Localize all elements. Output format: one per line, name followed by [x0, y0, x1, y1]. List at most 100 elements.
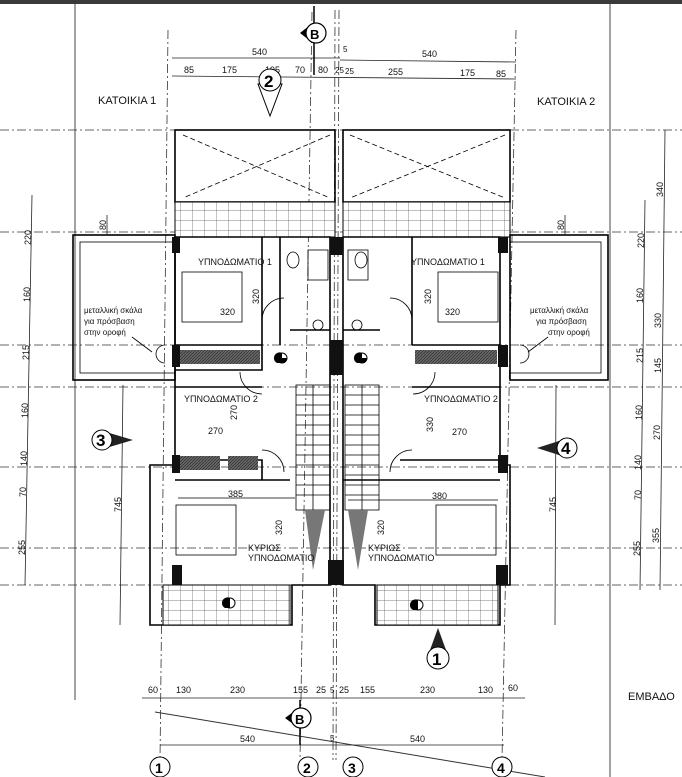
dim-right: 215 [635, 348, 645, 363]
room-bedroom2-left: ΥΠΝΟΔΩΜΑΤΙΟ 2 [184, 394, 258, 404]
view-4-label: 4 [561, 439, 571, 458]
view-3-marker[interactable]: 3 [91, 429, 133, 451]
dim-right-outer: 340 [655, 182, 665, 197]
note-line: για πρόσβαση [536, 317, 587, 326]
section-b-bottom-marker[interactable]: B [285, 700, 312, 745]
grid-axes [0, 9, 682, 761]
dim-bedroom1-right-w: 320 [445, 307, 460, 317]
dim-right-outer: 330 [653, 313, 663, 328]
dim-master-left-h: 320 [274, 520, 284, 535]
dim-left-overall: 745 [113, 497, 123, 512]
dim-bottom-540-right: 540 [410, 734, 425, 744]
dim-bottom: 155 [360, 685, 375, 695]
room-labels: ΥΠΝΟΔΩΜΑΤΙΟ 1 320 320 ΥΠΝΟΔΩΜΑΤΙΟ 1 320 … [178, 257, 498, 563]
dim-top: 70 [295, 65, 305, 75]
note-line: στην οροφή [548, 328, 590, 337]
dim-bottom: 230 [230, 685, 245, 695]
dim-top: 85 [184, 65, 194, 75]
dim-top-center: 5 [343, 45, 348, 54]
note-line: στην οροφή [84, 328, 126, 337]
axis-1-label: 1 [155, 760, 163, 776]
axis-bubbles: 1 2 3 4 [149, 756, 513, 777]
axis-3-label: 3 [348, 760, 356, 776]
dim-left: 255 [17, 540, 27, 555]
dim-bedroom1-left-h: 320 [251, 289, 261, 304]
dim-top: 255 [388, 67, 403, 77]
dim-bottom: 230 [420, 685, 435, 695]
dim-right-annex: 80 [556, 220, 566, 230]
dim-right-outer: 145 [653, 358, 663, 373]
dim-bottom: 25 [339, 685, 349, 695]
dim-master-right-h: 320 [376, 520, 386, 535]
dim-bedroom2-right-w: 270 [452, 427, 467, 437]
view-2-marker[interactable]: 2 [257, 68, 283, 118]
dim-left: 160 [20, 403, 30, 418]
dim-top: 85 [496, 69, 506, 79]
left-dimensions: 220 160 215 160 140 70 255 80 745 [17, 194, 124, 626]
room-bedroom2-right: ΥΠΝΟΔΩΜΑΤΙΟ 2 [424, 394, 498, 404]
note-line: μεταλλική σκάλα [84, 306, 143, 315]
dim-bottom: 130 [478, 685, 493, 695]
metal-stair-note-left: μεταλλική σκάλα για πρόσβαση στην οροφή [84, 306, 153, 353]
room-master-right-line1: ΚΥΡΙΩΣ [368, 543, 401, 553]
dim-bedroom2-left-w: 270 [208, 426, 223, 436]
dim-top: 25 [335, 66, 344, 75]
view-4-marker[interactable]: 4 [537, 437, 578, 459]
room-master-left-line1: ΚΥΡΙΩΣ [248, 543, 281, 553]
dim-right: 220 [636, 233, 646, 248]
metal-stair-note-right: μεταλλική σκάλα για πρόσβαση στην οροφή [527, 306, 590, 353]
dim-bottom-center: 5 [330, 734, 335, 743]
bottom-dimensions: 60 130 230 155 25 5 25 155 230 130 60 54… [142, 683, 525, 746]
dim-bottom-540-left: 540 [240, 734, 255, 744]
room-bedroom1-right: ΥΠΝΟΔΩΜΑΤΙΟ 1 [411, 257, 485, 267]
room-master-right-line2: ΥΠΝΟΔΩΜΑΤΙΟ [368, 553, 434, 563]
right-dimensions: 220 160 215 160 140 70 255 340 330 145 2… [548, 129, 666, 626]
axis-2-label: 2 [303, 760, 311, 776]
dim-left: 160 [22, 287, 32, 302]
level-markers [221, 352, 424, 611]
dim-right-outer: 270 [652, 425, 662, 440]
dim-left: 70 [18, 487, 28, 497]
dim-bottom: 60 [508, 683, 518, 693]
area-label: ΕΜΒΑΔΟ [628, 691, 675, 703]
dim-left: 220 [23, 230, 33, 245]
dim-bottom: 130 [176, 685, 191, 695]
dim-right-outer: 355 [651, 528, 661, 543]
dim-bottom: 25 [316, 685, 326, 695]
frame-lines [74, 4, 611, 777]
dim-bedroom2-right-h: 330 [425, 417, 435, 432]
dim-right: 255 [632, 541, 642, 556]
house-1-label: ΚΑΤΟΙΚΙΑ 1 [98, 95, 156, 107]
dim-left: 140 [19, 451, 29, 466]
dim-bedroom1-right-h: 320 [423, 289, 433, 304]
view-3-label: 3 [96, 431, 105, 450]
dim-left-annex: 80 [98, 220, 108, 230]
dim-bottom: 5 [330, 686, 335, 695]
room-master-left-line2: ΥΠΝΟΔΩΜΑΤΙΟ [248, 553, 314, 563]
dim-top: 175 [460, 68, 475, 78]
dim-left: 215 [21, 345, 31, 360]
dim-bedroom1-left-w: 320 [220, 307, 235, 317]
dim-top: 25 [345, 67, 354, 76]
top-border [0, 0, 682, 4]
top-dimensions: 540 540 5 85 175 195 70 80 25 25 255 175… [171, 45, 517, 80]
dim-bottom: 60 [148, 685, 158, 695]
section-b-top-marker[interactable]: B [300, 6, 327, 75]
dim-right-overall: 745 [548, 497, 558, 512]
dim-top-540-right: 540 [422, 49, 437, 59]
view-1-marker[interactable]: 1 [426, 628, 450, 670]
section-b-label: B [295, 712, 304, 727]
view-2-label: 2 [264, 72, 273, 91]
section-b-label: B [310, 27, 319, 42]
room-bedroom1-left: ΥΠΝΟΔΩΜΑΤΙΟ 1 [198, 257, 272, 267]
dim-right: 160 [634, 405, 644, 420]
dim-top: 80 [318, 65, 328, 75]
dim-master-right-w: 380 [432, 491, 447, 501]
building [72, 129, 609, 626]
axis-4-label: 4 [497, 760, 505, 776]
dim-top-540-left: 540 [252, 47, 267, 57]
dim-master-left-w: 385 [228, 489, 243, 499]
dim-top: 175 [222, 65, 237, 75]
dim-bottom: 155 [293, 685, 308, 695]
